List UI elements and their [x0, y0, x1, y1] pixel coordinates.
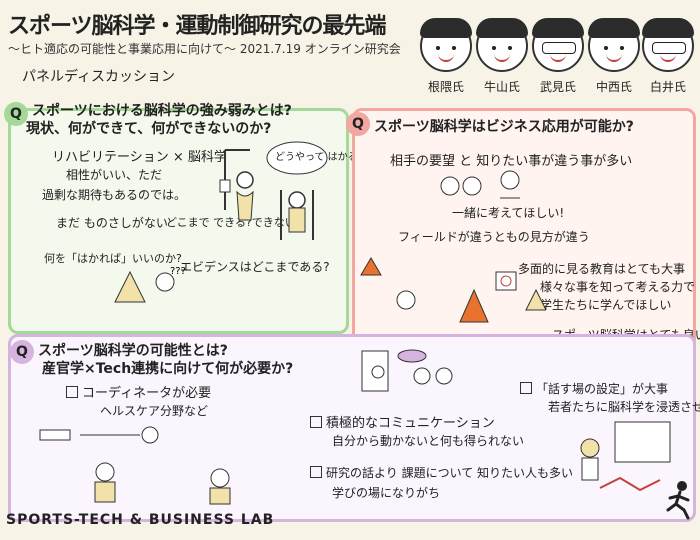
checkbox-icon: [66, 386, 78, 398]
svg-text:???: ???: [170, 266, 186, 277]
page-subtitle: ～ヒト適応の可能性と事業応用に向けて～ 2021.7.19 オンライン研究会: [8, 42, 401, 56]
panelist-4: 中西氏: [586, 18, 642, 95]
q3-check-3-text: 研究の話より 課題について 知りたい人も多い: [326, 466, 574, 480]
panelist-name: 牛山氏: [483, 80, 520, 94]
panelist-avatar-icon: [532, 18, 584, 72]
panelist-avatar-icon: [588, 18, 640, 72]
q3-check-4-text: 「話す場の設定」が大事: [536, 382, 669, 396]
q2-note-4: 多面的に見る教育はとても大事: [518, 262, 686, 276]
q3-coordinator-illustration: [39, 426, 231, 505]
q2-title: スポーツ脳科学はビジネス応用が可能か?: [374, 119, 634, 135]
q3-check-1-sub: ヘルスケア分野など: [100, 404, 209, 418]
q1-speech-bubble: どうやって はかる?: [275, 152, 363, 163]
footer-lab-name: SPORTS-TECH & BUSINESS LAB: [6, 512, 275, 528]
q3-title-line1: スポーツ脳科学の可能性とは?: [38, 343, 228, 359]
q3-lecture-illustration: [580, 421, 671, 492]
q1-title-line1: スポーツにおける脳科学の強み弱みとは?: [32, 103, 292, 119]
q2-marker: Q: [346, 112, 370, 136]
q3-check-4-sub: 若者たちに脳科学を浸透させたい: [548, 400, 700, 414]
q3-check-1-text: コーディネータが必要: [82, 386, 212, 401]
q2-note-1: 相手の要望 と 知りたい事が違う事が多い: [390, 154, 633, 169]
q3-check-4: 「話す場の設定」が大事: [520, 380, 668, 397]
q2-people-illustration: [440, 170, 520, 199]
q1-note-1: リハビリテーション × 脳科学: [52, 150, 227, 165]
panelist-5: 白井氏: [640, 18, 696, 95]
q2-note-2: 一緒に考えてほしい!: [452, 206, 565, 220]
q2-note-6: 学生たちに学んでほしい: [540, 298, 672, 312]
q3-marker: Q: [10, 340, 34, 364]
q3-title-line2: 産官学×Tech連携に向けて何が必要か?: [42, 361, 294, 377]
q1-note-6: 何を「はかれば」いいのか?: [44, 252, 182, 265]
q1-ruler-illustration: ???: [114, 266, 186, 303]
q1-title-line2: 現状、何ができて、何ができないのか?: [26, 121, 272, 137]
q1-note-5: どこまで できる?できない?: [166, 216, 302, 229]
q3-check-2: 積極的なコミュニケーション: [310, 412, 495, 431]
q3-check-2-text: 積極的なコミュニケーション: [326, 416, 495, 431]
panelist-2: 牛山氏: [474, 18, 530, 95]
q1-rehab-illustration: [219, 141, 328, 240]
panelist-name: 白井氏: [649, 80, 686, 94]
panelist-avatar-icon: [642, 18, 694, 72]
checkbox-icon: [310, 466, 322, 478]
panelist-name: 武見氏: [539, 80, 576, 94]
q3-communication-illustration: [361, 349, 453, 392]
panelist-3: 武見氏: [530, 18, 586, 95]
q1-note-7: エビデンスはどこまである?: [180, 260, 330, 274]
q1-note-3: 過剰な期待もあるのでは。: [42, 188, 187, 202]
q2-note-5: 様々な事を知って考える力で: [540, 280, 696, 294]
panelist-name: 中西氏: [595, 80, 632, 94]
page-title: スポーツ脳科学・運動制御研究の最先端: [8, 14, 387, 39]
q2-note-3: フィールドが違うともの見方が違う: [398, 230, 590, 244]
panelist-1: 根隈氏: [418, 18, 474, 95]
checkbox-icon: [520, 382, 532, 394]
panelist-avatar-icon: [476, 18, 528, 72]
runner-icon: [666, 481, 690, 520]
checkbox-icon: [310, 416, 322, 428]
q3-check-2-sub: 自分から動かないと何も得られない: [332, 434, 525, 448]
q1-note-4: まだ ものさしがない: [56, 216, 168, 230]
q1-note-2: 相性がいい、ただ: [66, 168, 163, 182]
session-label: パネルディスカッション: [22, 69, 176, 85]
panelist-name: 根隈氏: [427, 80, 464, 94]
panelist-avatar-icon: [420, 18, 472, 72]
q1-marker: Q: [4, 102, 28, 126]
q2-field-illustration: [360, 257, 546, 323]
q3-panel: [8, 334, 696, 522]
q3-check-1: コーディネータが必要: [66, 382, 211, 401]
q3-check-3: 研究の話より 課題について 知りたい人も多い: [310, 464, 573, 481]
q3-check-3-sub: 学びの場になりがち: [332, 486, 441, 500]
